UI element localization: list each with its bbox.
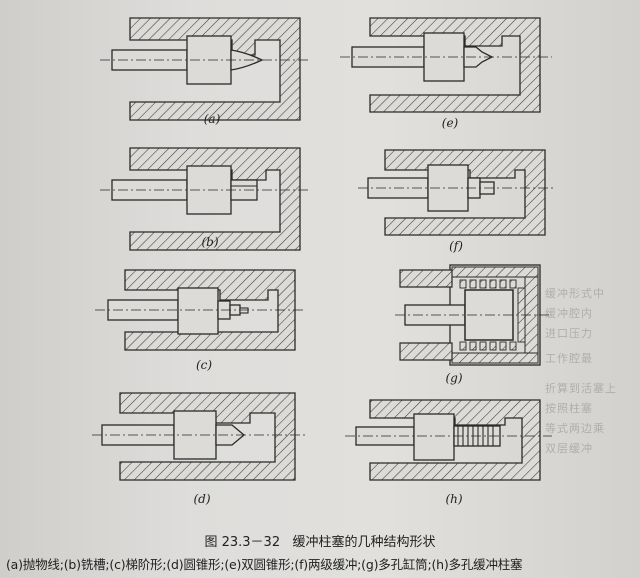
figure-title: 缓冲柱塞的几种结构形状 [292,535,436,550]
bleed-text: 等式两边乘 [545,422,605,435]
panel-g-drawing [395,264,550,366]
panel-a-label: (a) [203,112,221,126]
bleed-text: 缓冲形式中 [545,287,605,300]
panel-a-drawing [100,17,310,121]
panel-h-label: (h) [445,492,463,506]
panel-c-drawing [95,269,305,351]
figure-legend: (a)抛物线;(b)铣槽;(c)梯阶形;(d)圆锥形;(e)双圆锥形;(f)两级… [6,557,523,572]
panel-g-label: (g) [445,371,463,385]
panel-h-drawing [345,399,552,481]
panel-f-label: (f) [449,239,463,253]
bleed-text: 缓冲腔内 [545,307,593,320]
panel-e-drawing [340,17,552,113]
bleed-text: 进口压力 [545,327,593,340]
panel-b-label: (b) [201,235,219,249]
panel-f-drawing [358,149,555,236]
figure-number: 图 23.3－32 [204,535,281,550]
panel-b-drawing [100,147,310,251]
panel-d-drawing [92,392,305,481]
bleed-text: 按照柱塞 [545,402,593,415]
bleed-text: 双层缓冲 [545,442,593,455]
panel-c-label: (c) [195,358,213,372]
panel-d-label: (d) [193,492,211,506]
panel-e-label: (e) [441,116,459,130]
bleed-text: 工作腔最 [545,352,593,365]
bleed-text: 折算到活塞上 [545,382,617,395]
figure-caption: 图 23.3－32 缓冲柱塞的几种结构形状 [0,531,640,550]
